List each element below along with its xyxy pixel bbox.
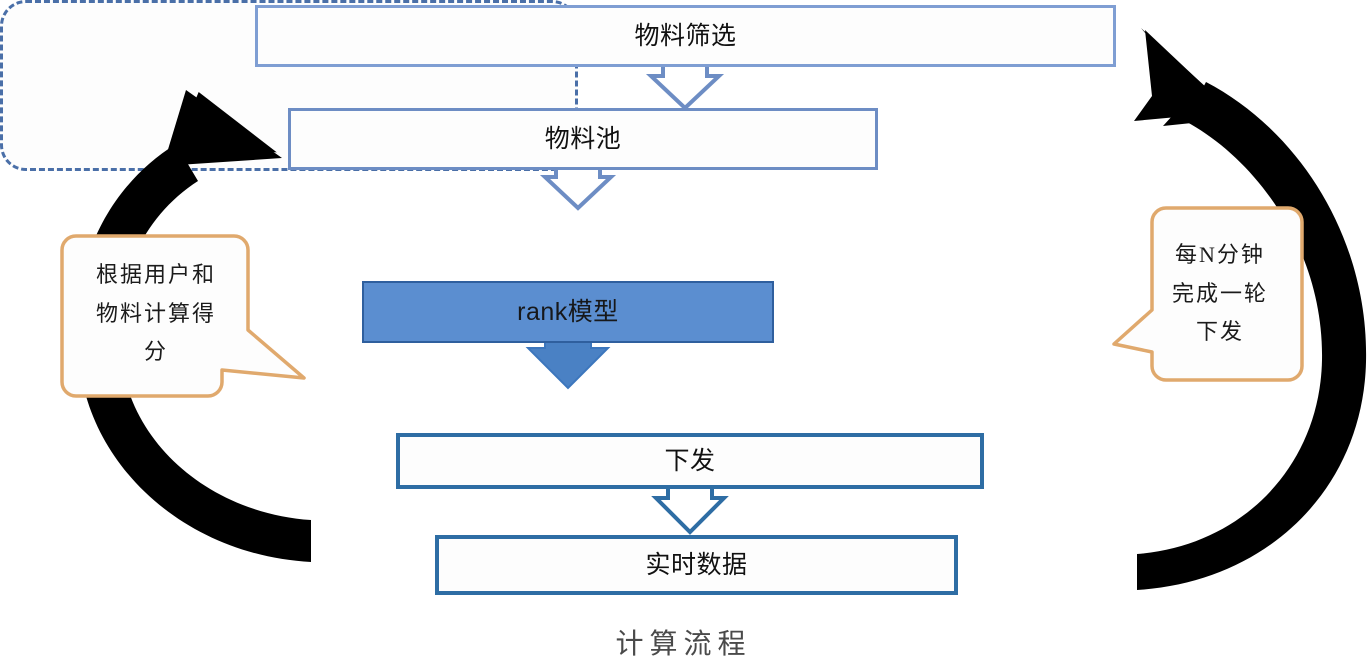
node-label-realtime: 实时数据	[645, 550, 748, 579]
node-label-pool: 物料池	[544, 124, 622, 153]
node-box-deliver[interactable]: 下发	[396, 433, 984, 489]
callout-right-bubble	[1112, 206, 1304, 382]
node-box-pool[interactable]: 物料池	[288, 108, 878, 170]
node-box-realtime[interactable]: 实时数据	[435, 535, 958, 595]
callout-left-bubble	[60, 234, 306, 398]
diagram-caption: 计算流程	[615, 629, 752, 660]
node-label-filter: 物料筛选	[634, 21, 737, 50]
connector-deliver-to-realtime	[651, 478, 729, 535]
right-loop-arrow	[1134, 28, 1367, 604]
node-box-filter[interactable]: 物料筛选	[255, 5, 1116, 67]
node-label-deliver: 下发	[664, 446, 716, 475]
node-label-rank: rank模型	[517, 297, 619, 326]
connector-pool-to-rank	[539, 156, 617, 211]
node-box-rank[interactable]: rank模型	[362, 281, 774, 343]
